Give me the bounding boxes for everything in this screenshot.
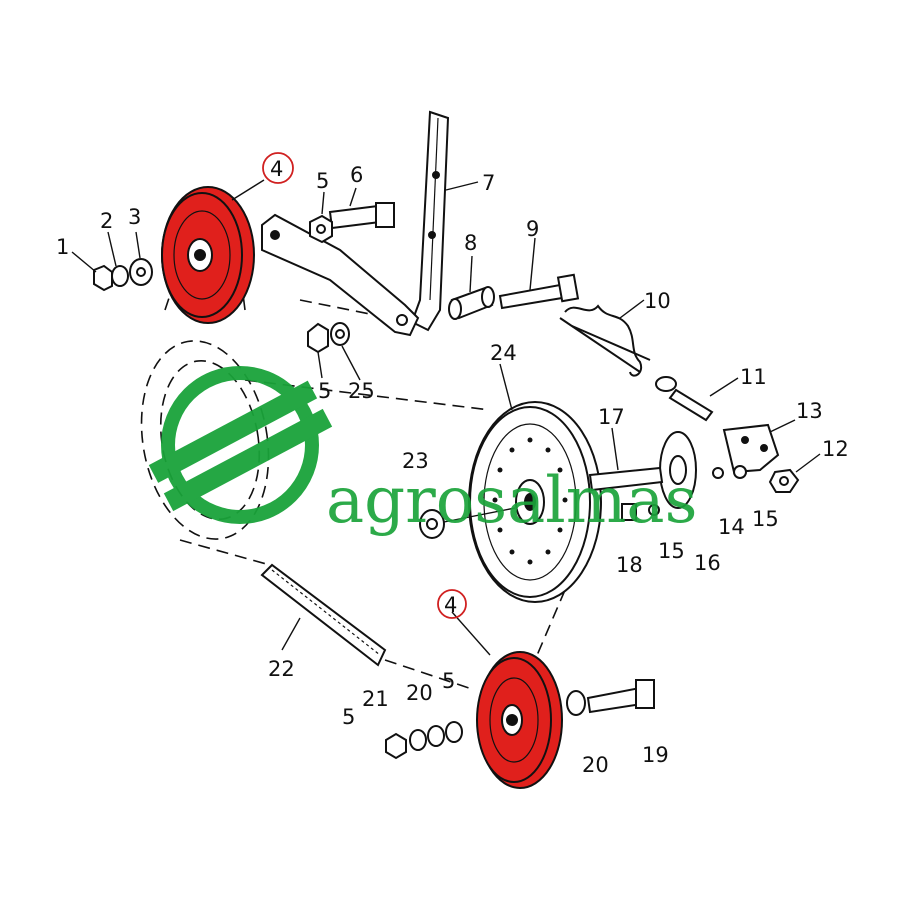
v-belt-22 (260, 563, 387, 667)
vertical-bracket-7 (410, 110, 450, 332)
label-20-right: 20 (582, 753, 609, 777)
nut-5-top (309, 214, 333, 244)
label-4-upper: 4 (270, 157, 283, 181)
label-21: 21 (362, 687, 389, 711)
label-14: 14 (718, 515, 745, 539)
angle-bracket-13 (722, 423, 780, 474)
bolt-6 (328, 202, 395, 230)
label-23: 23 (402, 449, 429, 473)
washer-23 (419, 507, 516, 539)
spacer-sleeve-8 (448, 286, 495, 320)
label-5-mid: 5 (318, 379, 331, 403)
label-10: 10 (644, 289, 671, 313)
label-3: 3 (128, 205, 141, 229)
label-12: 12 (822, 437, 849, 461)
label-7: 7 (482, 171, 495, 195)
leader-lines (71, 179, 821, 656)
label-15-left: 15 (658, 539, 685, 563)
lower-hardware (385, 679, 655, 760)
tensioner-arm (261, 213, 420, 337)
label-17: 17 (598, 405, 625, 429)
label-2: 2 (100, 209, 113, 233)
nut-washer-5-25 (307, 322, 350, 354)
hub-assembly (588, 431, 800, 521)
label-8: 8 (464, 231, 477, 255)
label-20-left: 20 (406, 681, 433, 705)
label-5-lower-left: 5 (342, 705, 355, 729)
label-22: 22 (268, 657, 295, 681)
label-5-lower-right: 5 (442, 669, 455, 693)
label-4-lower: 4 (444, 593, 457, 617)
label-16: 16 (694, 551, 721, 575)
idler-pulley-4-lower (476, 651, 563, 789)
label-18: 18 (616, 553, 643, 577)
label-11: 11 (740, 365, 767, 389)
idler-pulley-4-upper (161, 186, 255, 324)
label-13: 13 (796, 399, 823, 423)
label-6: 6 (350, 163, 363, 187)
highlight-markers (262, 152, 467, 619)
eye-bolt-11 (655, 376, 714, 422)
label-19: 19 (642, 743, 669, 767)
tension-spring-10 (559, 304, 651, 377)
label-25: 25 (348, 379, 375, 403)
label-5-top: 5 (316, 169, 329, 193)
watermark-logo (148, 366, 333, 524)
label-9: 9 (526, 217, 539, 241)
large-pulley-24 (468, 401, 602, 603)
label-15-right: 15 (752, 507, 779, 531)
part-labels: 1 2 3 4 5 6 7 8 9 10 11 13 12 5 25 24 17… (56, 157, 849, 777)
bolt-9 (498, 273, 580, 310)
washers-1-2-3 (93, 258, 153, 292)
label-24: 24 (490, 341, 517, 365)
label-1: 1 (56, 235, 69, 259)
watermark-text: agrosalmas (326, 464, 697, 538)
